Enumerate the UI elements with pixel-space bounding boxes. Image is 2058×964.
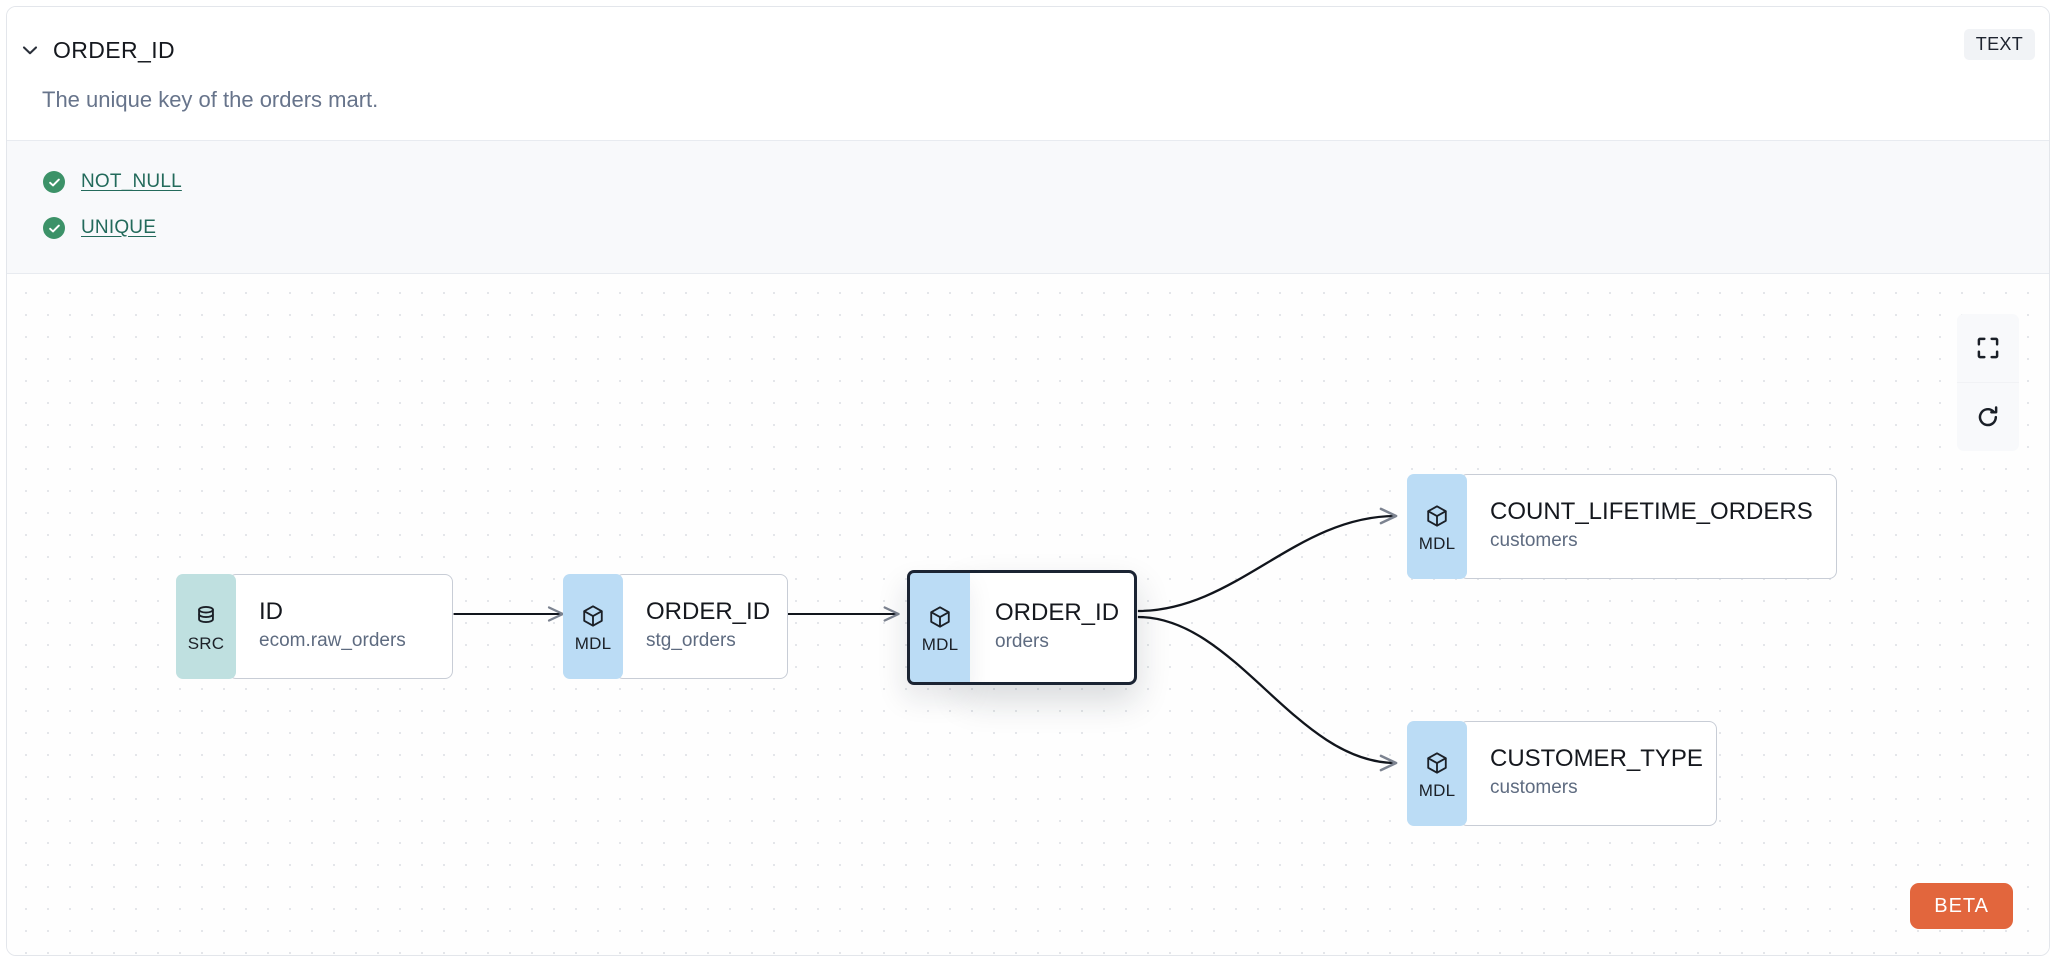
node-body: ORDER_ID orders: [962, 570, 1137, 685]
test-row: UNIQUE: [7, 205, 2049, 251]
node-badge-mdl: MDL: [563, 574, 623, 679]
node-body: ORDER_ID stg_orders: [615, 574, 788, 679]
cube-icon: [927, 604, 953, 635]
node-name: ID: [259, 598, 283, 626]
lineage-node-src-id[interactable]: SRC ID ecom.raw_orders: [176, 574, 453, 679]
lineage-node-orders-order-id[interactable]: MDL ORDER_ID orders: [907, 570, 1137, 685]
node-name: CUSTOMER_TYPE: [1490, 745, 1703, 773]
lineage-edges: [453, 507, 1398, 772]
test-link-unique[interactable]: UNIQUE: [81, 217, 157, 238]
node-subtitle: stg_orders: [646, 629, 736, 651]
card-header: ORDER_ID TEXT The unique key of the orde…: [7, 7, 2049, 140]
refresh-icon[interactable]: [1957, 382, 2019, 451]
cube-icon: [580, 603, 606, 634]
node-badge-label: SRC: [187, 634, 225, 653]
node-badge-label: MDL: [574, 634, 612, 653]
column-detail-card: ORDER_ID TEXT The unique key of the orde…: [6, 6, 2050, 956]
edge-orders-to-custtype: [1137, 615, 1398, 772]
fit-view-icon[interactable]: [1957, 314, 2019, 382]
node-badge-mdl: MDL: [907, 570, 970, 685]
node-name: ORDER_ID: [995, 599, 1120, 627]
node-subtitle: ecom.raw_orders: [259, 629, 406, 651]
lineage-node-count-lifetime-orders[interactable]: MDL COUNT_LIFETIME_ORDERS customers: [1407, 474, 1837, 579]
column-title-row: ORDER_ID: [7, 33, 175, 67]
node-badge-label: MDL: [1418, 534, 1456, 553]
cube-icon: [1424, 503, 1450, 534]
tests-section: NOT_NULL UNIQUE: [7, 140, 2049, 274]
node-body: COUNT_LIFETIME_ORDERS customers: [1459, 474, 1837, 579]
chevron-down-icon[interactable]: [7, 33, 53, 67]
canvas-controls: [1957, 314, 2019, 451]
lineage-node-stg-order-id[interactable]: MDL ORDER_ID stg_orders: [563, 574, 788, 679]
node-badge-label: MDL: [921, 635, 959, 654]
node-badge-src: SRC: [176, 574, 236, 679]
node-badge-mdl: MDL: [1407, 721, 1467, 826]
lineage-canvas[interactable]: SRC ID ecom.raw_orders: [7, 274, 2049, 955]
node-body: CUSTOMER_TYPE customers: [1459, 721, 1717, 826]
test-link-not-null[interactable]: NOT_NULL: [81, 171, 182, 192]
column-description: The unique key of the orders mart.: [42, 87, 379, 112]
check-circle-icon: [43, 171, 65, 193]
lineage-node-customer-type[interactable]: MDL CUSTOMER_TYPE customers: [1407, 721, 1717, 826]
column-type-badge: TEXT: [1963, 29, 2035, 60]
node-name: ORDER_ID: [646, 598, 771, 626]
edge-orders-to-count: [1137, 507, 1398, 613]
node-badge-label: MDL: [1418, 781, 1456, 800]
node-badge-mdl: MDL: [1407, 474, 1467, 579]
cube-icon: [1424, 750, 1450, 781]
check-circle-icon: [43, 217, 65, 239]
test-row: NOT_NULL: [7, 159, 2049, 205]
database-icon: [193, 603, 219, 634]
page-title: ORDER_ID: [53, 36, 176, 63]
node-subtitle: customers: [1490, 776, 1578, 798]
beta-badge: BETA: [1910, 883, 2013, 929]
node-subtitle: orders: [995, 630, 1049, 652]
node-name: COUNT_LIFETIME_ORDERS: [1490, 498, 1813, 526]
node-body: ID ecom.raw_orders: [228, 574, 453, 679]
node-subtitle: customers: [1490, 529, 1578, 551]
